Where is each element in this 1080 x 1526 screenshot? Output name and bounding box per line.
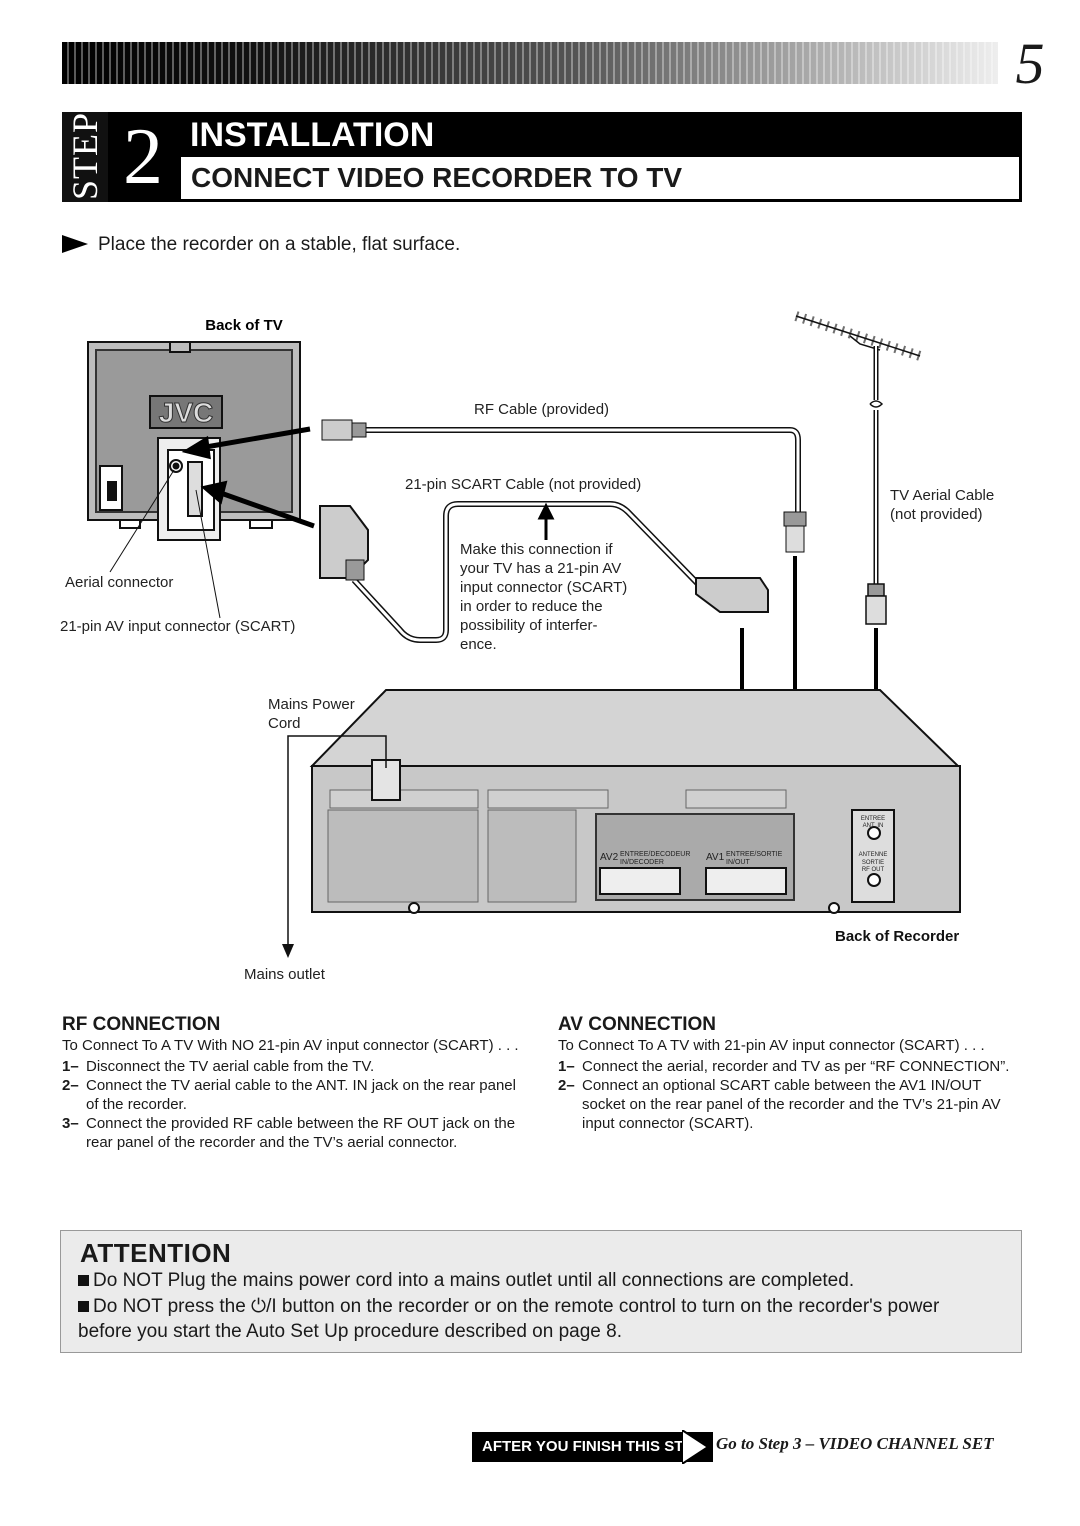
list-item: 3–Connect the provided RF cable between … — [62, 1115, 516, 1151]
power-icon: ⏻/I — [251, 1296, 277, 1317]
svg-text:ENTREE/SORTIE: ENTREE/SORTIE — [726, 851, 783, 858]
svg-text:RF OUT: RF OUT — [862, 867, 885, 873]
arrow-right-icon — [682, 1430, 708, 1464]
av-input-label: 21-pin AV input connector (SCART) — [60, 618, 296, 635]
next-step-link[interactable]: Go to Step 3 – VIDEO CHANNEL SET — [716, 1434, 994, 1453]
header-band — [62, 42, 998, 84]
page-number: 5 — [1015, 31, 1045, 96]
rf-steps: 1–Disconnect the TV aerial cable from th… — [62, 1057, 522, 1152]
rf-connection-intro: To Connect To A TV With NO 21-pin AV inp… — [62, 1037, 519, 1054]
svg-text:ANTENNE: ANTENNE — [859, 852, 888, 858]
page-title: INSTALLATION — [178, 112, 1022, 157]
svg-text:ENTREE: ENTREE — [861, 816, 885, 822]
list-item: 2–Connect the TV aerial cable to the ANT… — [62, 1077, 516, 1113]
aerial-cable-note: (not provided) — [890, 506, 983, 523]
rf-connection-section: RF CONNECTION To Connect To A TV With NO… — [62, 1014, 522, 1152]
av-connection-title: AV CONNECTION — [558, 1014, 716, 1035]
scart-cable-label: 21-pin SCART Cable (not provided) — [405, 476, 642, 493]
attention-title: ATTENTION — [80, 1238, 232, 1268]
note-line-2: your TV has a 21-pin AV — [460, 560, 622, 577]
svg-text:IN/OUT: IN/OUT — [726, 859, 750, 866]
aerial-cable-label: TV Aerial Cable — [890, 487, 995, 504]
av-steps: 1–Connect the aerial, recorder and TV as… — [558, 1057, 1018, 1133]
attention-box — [60, 1230, 1022, 1353]
attention-line-2: Do NOT press the ⏻/I button on the recor… — [78, 1296, 940, 1342]
bullet-square-icon — [78, 1275, 89, 1286]
svg-text:AV2: AV2 — [600, 852, 619, 863]
mains-outlet-label: Mains outlet — [244, 966, 325, 983]
back-of-tv-label: Back of TV — [205, 317, 283, 334]
svg-text:JVC: JVC — [159, 397, 213, 428]
svg-text:ANT. IN: ANT. IN — [863, 823, 884, 829]
bullet-square-icon — [78, 1301, 89, 1312]
mains-power-label: Mains Power — [268, 696, 355, 713]
list-item: 1–Connect the aerial, recorder and TV as… — [558, 1058, 1010, 1075]
note-line-3: input connector (SCART) — [460, 579, 628, 596]
note-arrow — [537, 502, 555, 540]
svg-text:IN/DECODER: IN/DECODER — [620, 859, 664, 866]
rf-cable-label: RF Cable (provided) — [474, 401, 610, 418]
page-subtitle: CONNECT VIDEO RECORDER TO TV — [178, 157, 1022, 202]
arrow-right-icon — [62, 235, 88, 253]
av-connection-intro: To Connect To A TV with 21-pin AV input … — [558, 1037, 985, 1054]
after-you-finish-button: AFTER YOU FINISH THIS STEP — [472, 1432, 714, 1462]
recorder-back — [309, 689, 961, 914]
antenna — [794, 311, 922, 625]
attention-line-1: Do NOT Plug the mains power cord into a … — [78, 1268, 1008, 1293]
scart-cable — [319, 501, 769, 643]
rf-cable — [321, 419, 807, 553]
step-number: 2 — [108, 112, 178, 202]
note-line-1: Make this connection if — [460, 541, 613, 558]
av-connection-section: AV CONNECTION To Connect To A TV with 21… — [558, 1014, 1018, 1133]
note-line-5: possibility of interfer- — [460, 617, 598, 634]
svg-text:ENTREE/DECODEUR: ENTREE/DECODEUR — [620, 851, 690, 858]
tv-connection-arrows — [181, 426, 315, 529]
back-of-recorder-label: Back of Recorder — [835, 928, 960, 945]
connection-diagram: JVC Back of TV — [87, 311, 961, 958]
aerial-connector-label: Aerial connector — [65, 574, 174, 591]
rf-connection-title: RF CONNECTION — [62, 1014, 221, 1035]
intro-instruction: Place the recorder on a stable, flat sur… — [62, 234, 460, 256]
step-word: STEP — [65, 111, 105, 201]
svg-text:SORTIE: SORTIE — [862, 860, 884, 866]
note-line-6: ence. — [460, 636, 497, 653]
list-item: 1–Disconnect the TV aerial cable from th… — [62, 1058, 375, 1075]
step-tab — [62, 112, 108, 202]
mains-power-label-2: Cord — [268, 715, 301, 732]
svg-text:AV1: AV1 — [706, 852, 725, 863]
list-item: 2–Connect an optional SCART cable betwee… — [558, 1077, 1001, 1132]
note-line-4: in order to reduce the — [460, 598, 603, 615]
